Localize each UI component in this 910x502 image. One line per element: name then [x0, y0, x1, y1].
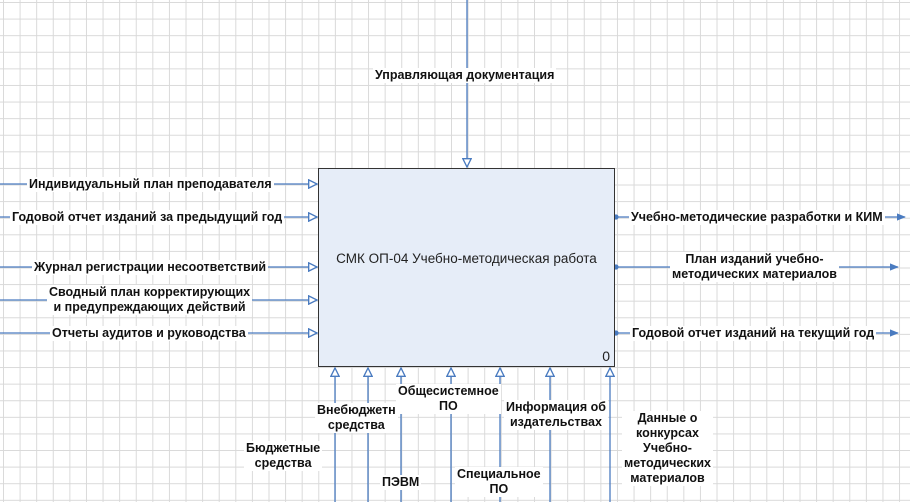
- activity-box[interactable]: СМК ОП-04 Учебно-методическая работа 0: [318, 168, 615, 367]
- mechanism-label-7-line5: материалов: [630, 471, 705, 485]
- input-label-4-line1: Сводный план корректирующих: [49, 285, 251, 299]
- mechanism-label-1: Бюджетные средства: [244, 441, 323, 471]
- activity-title: СМК ОП-04 Учебно-методическая работа: [336, 251, 597, 266]
- output-label-1: Учебно-методические разработки и КИМ: [629, 210, 885, 225]
- mechanism-label-6: Информация об издательствах: [504, 400, 608, 430]
- mechanism-label-5-line1: Специальное: [457, 467, 541, 481]
- mechanism-label-2-line2: средства: [327, 418, 385, 432]
- mechanism-label-4-line1: Общесистемное: [398, 384, 499, 398]
- mechanism-label-7-line2: конкурсах: [636, 426, 699, 440]
- output-label-2: План изданий учебно- методических матери…: [670, 252, 839, 282]
- mechanism-label-5: Специальное ПО: [455, 467, 543, 497]
- mechanism-label-5-line2: ПО: [489, 482, 509, 496]
- control-label: Управляющая документация: [373, 68, 557, 83]
- input-label-4: Сводный план корректирующих и предупрежд…: [47, 285, 253, 315]
- output-label-3: Годовой отчет изданий на текущий год: [630, 326, 877, 341]
- input-label-3: Журнал регистрации несоответствий: [32, 260, 269, 275]
- mechanism-label-4-line2: ПО: [438, 399, 458, 413]
- mechanism-label-7: Данные о конкурсах Учебно- методических …: [622, 411, 713, 486]
- input-label-1: Индивидуальный план преподавателя: [27, 177, 274, 192]
- output-label-2-line2: методических материалов: [672, 267, 837, 281]
- input-label-5: Отчеты аудитов и руководства: [50, 326, 248, 341]
- activity-number: 0: [602, 348, 610, 364]
- mechanism-label-2: Внебюджетн средства: [315, 403, 398, 433]
- mechanism-label-2-line1: Внебюджетн: [317, 403, 396, 417]
- mechanism-label-7-line4: методических: [624, 456, 711, 470]
- output-label-2-line1: План изданий учебно-: [685, 252, 824, 266]
- input-label-2: Годовой отчет изданий за предыдущий год: [10, 210, 285, 225]
- mechanism-label-1-line1: Бюджетные: [246, 441, 321, 455]
- mechanism-label-3: ПЭВМ: [380, 475, 422, 490]
- mechanism-label-1-line2: средства: [254, 456, 312, 470]
- input-label-4-line2: и предупреждающих действий: [53, 300, 246, 314]
- mechanism-label-7-line1: Данные о: [637, 411, 698, 425]
- mechanism-label-4: Общесистемное ПО: [396, 384, 501, 414]
- mechanism-label-6-line2: издательствах: [509, 415, 602, 429]
- mechanism-label-6-line1: Информация об: [506, 400, 606, 414]
- mechanism-label-7-line3: Учебно-: [643, 441, 692, 455]
